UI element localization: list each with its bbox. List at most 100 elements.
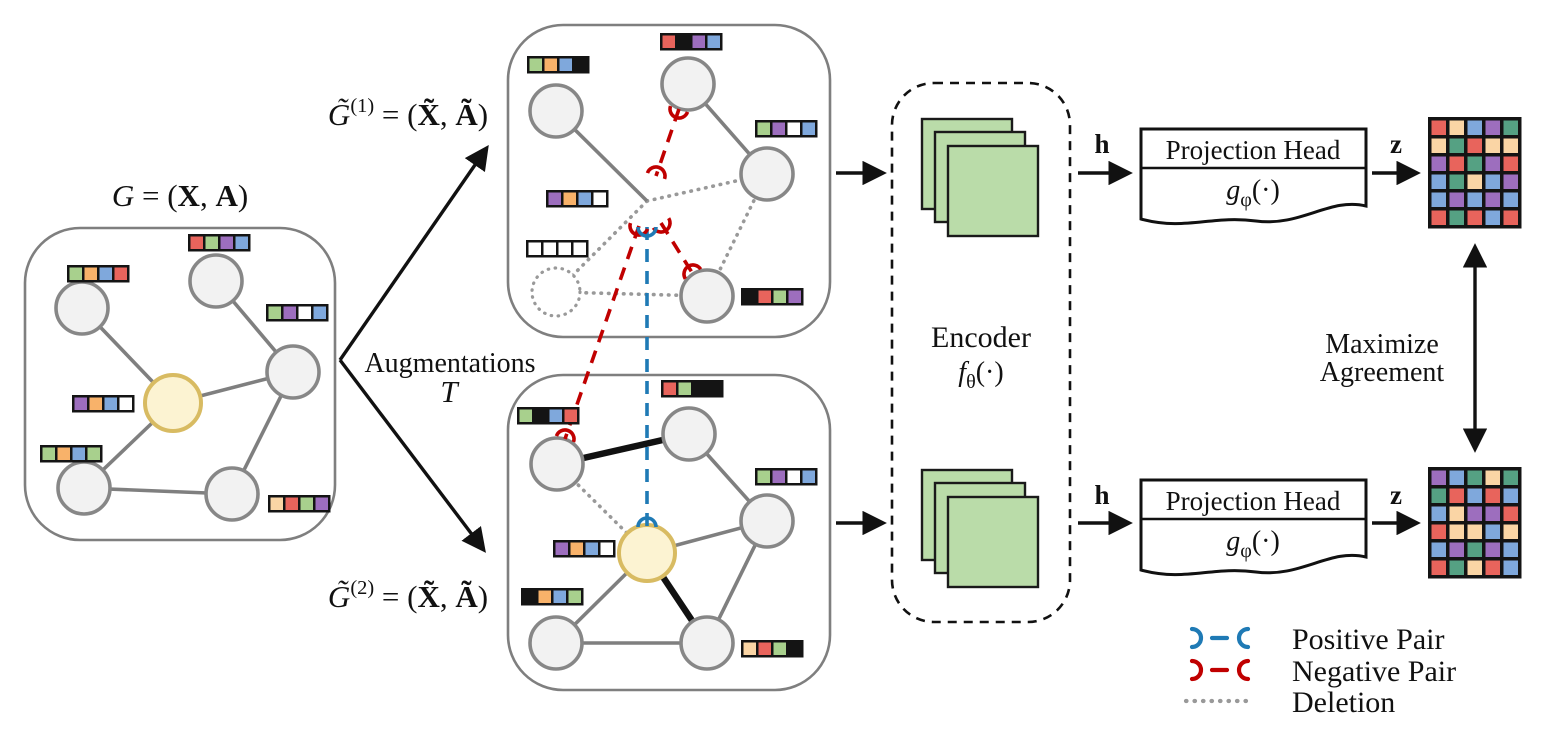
feature-strip xyxy=(741,288,804,306)
feature-cell xyxy=(757,470,770,483)
feature-cell xyxy=(548,192,561,205)
embedding-cell xyxy=(1449,138,1464,153)
graph-node xyxy=(265,344,321,400)
feature-cell xyxy=(707,35,720,48)
graph-node xyxy=(56,460,112,516)
embedding-cell xyxy=(1449,174,1464,189)
feature-cell xyxy=(87,447,100,460)
feature-cell xyxy=(708,382,721,395)
original-graph-title: G = (X, A) xyxy=(112,178,248,213)
augmented-strips xyxy=(517,33,818,658)
feature-cell xyxy=(743,290,756,303)
feature-strip xyxy=(266,304,329,322)
feature-strip xyxy=(755,120,818,138)
feature-cell xyxy=(758,290,771,303)
maximize-agreement-line1: Maximize xyxy=(1325,329,1439,360)
graph-node xyxy=(528,615,584,671)
z-label-top: z xyxy=(1390,129,1402,159)
embedding-cell xyxy=(1485,210,1500,225)
strip-frame xyxy=(546,190,609,208)
feature-cell xyxy=(285,497,298,510)
anchor-node xyxy=(143,373,203,433)
augmented-graph-2-box xyxy=(506,373,832,692)
feature-cell xyxy=(104,397,117,410)
maximize-agreement-line2: Agreement xyxy=(1320,357,1445,388)
embedding-cell xyxy=(1449,506,1464,521)
feature-cell xyxy=(568,590,581,603)
embedding-cell xyxy=(1467,542,1482,557)
pair-connectors xyxy=(554,104,703,529)
feature-cell xyxy=(570,542,583,555)
strip-frame xyxy=(517,407,580,425)
feature-cell xyxy=(553,590,566,603)
augmentation-label: Augmentations xyxy=(364,348,535,379)
strip-frame xyxy=(526,240,589,258)
feature-cell xyxy=(743,642,756,655)
negative-pair-symbol xyxy=(1189,658,1251,682)
embedding-cell xyxy=(1467,560,1482,575)
projection-head-title: Projection Head xyxy=(1166,135,1341,165)
feature-cell xyxy=(72,447,85,460)
embedding-cell xyxy=(1485,174,1500,189)
graph-node xyxy=(529,436,585,492)
graph-node xyxy=(661,406,717,462)
feature-cell xyxy=(549,409,562,422)
embedding-cell xyxy=(1503,542,1518,557)
feature-cell xyxy=(528,242,541,255)
legend-label-negative: Negative Pair xyxy=(1292,655,1456,688)
encoder-box xyxy=(890,81,1072,624)
projection-head-title: Projection Head xyxy=(1166,486,1341,516)
embedding-cell xyxy=(1431,120,1446,135)
encoder: Encoder fθ(·) xyxy=(890,81,1072,624)
projection-head-function: gφ(·) xyxy=(1226,175,1280,211)
embedding-cell xyxy=(1431,488,1446,503)
original-graph-box xyxy=(23,226,337,542)
embedding-cell xyxy=(1503,488,1518,503)
feature-cell xyxy=(788,642,801,655)
feature-cell xyxy=(574,58,587,71)
feature-cell xyxy=(57,447,70,460)
embedding-cell xyxy=(1485,138,1500,153)
strip-frame xyxy=(741,640,804,658)
embedding-cell xyxy=(1467,506,1482,521)
strip-frame xyxy=(553,540,616,558)
embedding-cell xyxy=(1503,174,1518,189)
graph-node xyxy=(54,280,110,336)
augmentation-arrow-bottom xyxy=(338,358,486,553)
feature-strip xyxy=(755,468,818,486)
embedding-cell xyxy=(1503,192,1518,207)
embedding-cell xyxy=(1431,560,1446,575)
embedding-cell xyxy=(1503,138,1518,153)
feature-cell xyxy=(523,590,536,603)
feature-cell xyxy=(600,542,613,555)
feature-cell xyxy=(757,122,770,135)
embedding-cell xyxy=(1485,560,1500,575)
feature-strip xyxy=(40,445,103,463)
feature-strip xyxy=(553,540,616,558)
negative-pair-line xyxy=(654,108,681,177)
feature-strip xyxy=(188,234,251,252)
embedding-cell xyxy=(1431,542,1446,557)
feature-cell xyxy=(84,267,97,280)
feature-strip xyxy=(67,265,130,283)
feature-cell xyxy=(205,236,218,249)
augmented-graph-2-title: G̃(2) = (X̃, Ã) xyxy=(328,577,488,614)
feature-cell xyxy=(119,397,132,410)
feature-cell xyxy=(538,590,551,603)
feature-cell xyxy=(758,642,771,655)
strip-frame xyxy=(40,445,103,463)
embedding-cell xyxy=(1485,470,1500,485)
strip-frame xyxy=(521,588,584,606)
feature-cell xyxy=(787,122,800,135)
feature-cell xyxy=(313,306,326,319)
feature-cell xyxy=(268,306,281,319)
legend: Positive Pair Negative Pair Deletion xyxy=(1183,623,1456,719)
feature-cell xyxy=(662,35,675,48)
embedding-cell xyxy=(1485,120,1500,135)
feature-cell xyxy=(578,192,591,205)
feature-strip xyxy=(546,190,609,208)
strip-frame xyxy=(660,33,723,51)
embedding-cell xyxy=(1449,470,1464,485)
embedding-cell xyxy=(1503,524,1518,539)
